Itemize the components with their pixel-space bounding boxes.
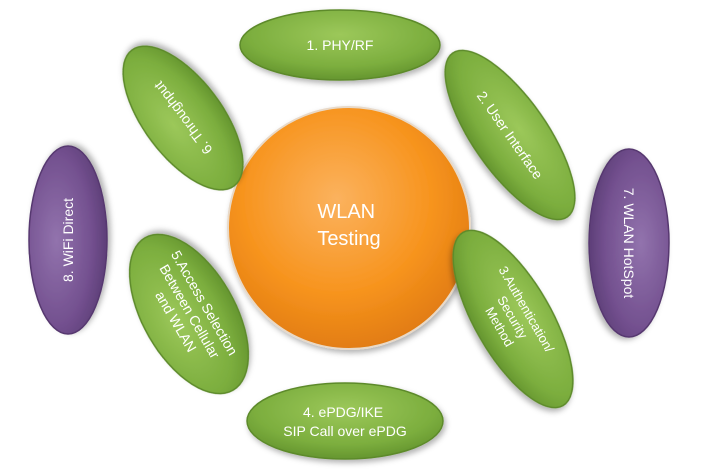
node-wlan-hotspot-label: 7. WLAN HotSpot	[621, 188, 637, 299]
node-wlan-hotspot: 7. WLAN HotSpot	[588, 148, 670, 338]
node-access-selection: 5.Access Selection Between Cellular and …	[128, 233, 250, 395]
node-phy-rf: 1. PHY/RF	[239, 9, 441, 81]
node-epdg-ike-line-2: SIP Call over ePDG	[283, 423, 406, 439]
center-title-line-2: Testing	[317, 228, 380, 250]
svg-text:4. ePDG/IKE SIP Call ove: 4. ePDG/IKE SIP Call over ePDG	[283, 404, 406, 439]
node-phy-rf-label: 1. PHY/RF	[307, 37, 374, 53]
node-wifi-direct: 8. WiFi Direct	[28, 145, 108, 335]
svg-text:5.Access Selection Bet: 5.Access Selection Between Cellular and …	[139, 248, 243, 379]
node-throughput: 6. Throughput	[122, 45, 244, 191]
svg-text:WLAN Testing: WLAN Testing	[317, 201, 380, 250]
center-node: WLAN Testing	[227, 106, 471, 350]
svg-text:7. WLAN HotSpot: 7. WLAN HotSpot	[621, 188, 637, 299]
node-epdg-ike: 4. ePDG/IKE SIP Call over ePDG	[246, 382, 444, 460]
node-wifi-direct-label: 8. WiFi Direct	[60, 198, 76, 282]
center-title-line-1: WLAN	[317, 201, 375, 223]
node-authentication: 3.Authentication/ Security Method	[452, 229, 574, 409]
node-epdg-ike-line-1: 4. ePDG/IKE	[303, 404, 383, 420]
svg-text:1. PHY/RF: 1. PHY/RF	[307, 37, 374, 53]
svg-text:8. WiFi Direct: 8. WiFi Direct	[60, 198, 76, 282]
